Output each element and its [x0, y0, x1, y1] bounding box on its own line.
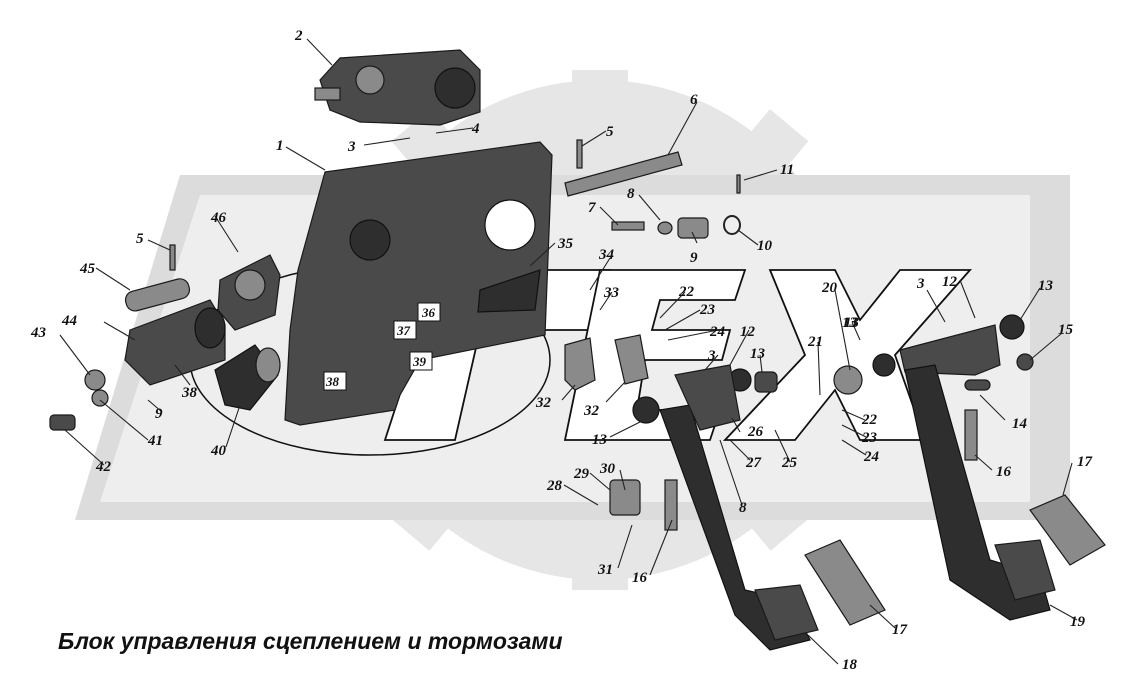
callout-label-l13c: 13	[1038, 278, 1054, 294]
callout-label-l9b: 9	[155, 406, 163, 422]
callout-label-l43: 43	[30, 325, 47, 341]
callout-label-l37: 37	[396, 323, 411, 338]
callout-label-l1: 1	[276, 138, 284, 154]
callout-label-l23b: 23	[861, 430, 878, 446]
callout-label-l22a: 22	[678, 284, 695, 300]
callout-label-l25: 25	[781, 455, 798, 471]
callout-label-l41: 41	[147, 433, 163, 449]
mounting-plate	[284, 141, 553, 426]
bushing-parts	[611, 215, 741, 239]
callout-label-l26: 26	[747, 424, 764, 440]
callout-label-l32a: 32	[535, 395, 552, 411]
callout-label-l24b: 24	[863, 449, 880, 465]
callout-label-l38a: 38	[181, 385, 198, 401]
callout-label-l3a: 3	[347, 139, 356, 155]
leader-lines	[59, 38, 1078, 665]
callout-label-l7: 7	[588, 200, 596, 216]
callout-label-l6: 6	[690, 92, 698, 108]
callout-label-l13d: 13	[592, 432, 608, 448]
shaft	[564, 151, 683, 197]
boxed-labels	[323, 302, 441, 391]
callout-label-l46: 46	[210, 210, 227, 226]
callout-label-l31: 31	[597, 562, 613, 578]
pedal-assembly	[872, 314, 1056, 621]
callout-label-l4: 4	[471, 121, 480, 137]
callout-label-l10: 10	[757, 238, 773, 254]
callout-label-l8a: 8	[627, 186, 635, 202]
pedal-pads	[804, 494, 1106, 626]
callout-label-l13b: 13	[844, 315, 860, 331]
callout-label-l32b: 32	[583, 403, 600, 419]
callout-label-l12b: 12	[942, 274, 958, 290]
master-cylinder	[124, 254, 281, 386]
callout-label-l44: 44	[61, 313, 78, 329]
callout-label-l19: 19	[1070, 614, 1086, 630]
callout-label-l17a: 17	[1077, 454, 1093, 470]
pin-small	[169, 139, 741, 271]
callout-label-l5a: 5	[606, 124, 614, 140]
callout-label-l39: 39	[412, 354, 427, 369]
pedal-lever-center	[632, 364, 863, 651]
callout-label-l12a: 12	[740, 324, 756, 340]
callout-label-l24a: 24	[709, 324, 726, 340]
callout-label-l17b: 17	[892, 622, 908, 638]
brackets-32	[564, 334, 649, 516]
callout-label-l15: 15	[1058, 322, 1074, 338]
brake-valve	[314, 49, 481, 126]
callout-label-l36: 36	[421, 305, 436, 320]
callout-label-l40: 40	[210, 443, 227, 459]
callout-label-l11: 11	[780, 162, 794, 178]
bellows-boot	[214, 344, 281, 411]
callout-label-l29: 29	[573, 466, 590, 482]
callout-label-l8b: 8	[739, 500, 747, 516]
callout-label-l28: 28	[546, 478, 563, 494]
callout-label-l30: 30	[599, 461, 616, 477]
callout-label-l9a: 9	[690, 250, 698, 266]
callout-label-l3b: 3	[707, 348, 716, 364]
callout-label-l33: 33	[603, 285, 620, 301]
callout-label-l22b: 22	[861, 412, 878, 428]
callout-label-l16a: 16	[996, 464, 1012, 480]
callout-label-l35: 35	[557, 236, 574, 252]
diagram-caption: Блок управления сцеплением и тормозами	[58, 628, 563, 654]
callout-label-l3c: 3	[916, 276, 925, 292]
callout-label-l21: 21	[807, 334, 823, 350]
callout-label-l16b: 16	[632, 570, 648, 586]
callout-label-l34: 34	[598, 247, 615, 263]
callout-label-l27: 27	[745, 455, 762, 471]
callout-label-l5b: 5	[136, 231, 144, 247]
fittings-left	[49, 369, 109, 431]
callout-label-l2: 2	[294, 28, 303, 44]
callout-label-l42: 42	[95, 459, 112, 475]
callout-label-l13a: 13	[750, 346, 766, 362]
callout-label-l45: 45	[79, 261, 96, 277]
callout-label-l20: 20	[821, 280, 838, 296]
callout-label-l13e: 13	[842, 315, 858, 331]
callout-label-l18: 18	[842, 657, 858, 673]
callout-label-l38b: 38	[325, 374, 340, 389]
callout-label-l14: 14	[1012, 416, 1028, 432]
callout-label-l23a: 23	[699, 302, 716, 318]
